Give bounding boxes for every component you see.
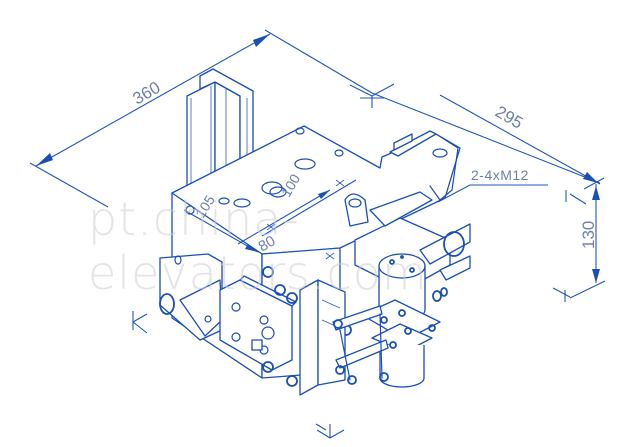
axis-mark-left	[132, 311, 148, 334]
dim-295-label: 295	[492, 102, 526, 133]
callout-bolts: 2-4xM12	[437, 167, 548, 203]
gearbox	[219, 275, 297, 371]
callout-bolts-label: 2-4xM12	[471, 167, 529, 183]
left-bracket	[159, 253, 223, 341]
axis-mark-top	[349, 83, 395, 108]
top-bracket	[389, 130, 459, 201]
dimension-130: 130	[552, 184, 606, 302]
linkage-arms	[332, 305, 389, 385]
dim-80-label: 80	[256, 232, 279, 255]
axis-mark-bottom	[316, 424, 345, 439]
dim-360-label: 360	[130, 78, 164, 109]
cross-mark	[266, 179, 345, 260]
watermark: pt.china-elevators.com	[88, 192, 428, 300]
top-cam	[344, 191, 433, 227]
dim-130-label: 130	[579, 221, 598, 249]
axis-mark-bottom-left	[315, 423, 327, 431]
